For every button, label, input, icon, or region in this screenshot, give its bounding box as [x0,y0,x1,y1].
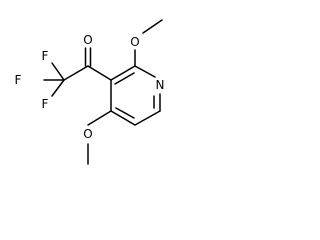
bonds [43,19,163,165]
atom-label-methoxy-oxygen-top: O [130,35,139,49]
bond-ring-c2-n [134,65,156,78]
bond-carbonyl-ring [87,65,112,81]
bond-ring-c2-c3-inner [114,72,135,85]
bond-ring-c6-c5 [134,110,161,126]
structure-diagram: O O N O F F F [15,19,165,165]
atom-label-ring-nitrogen: N [156,78,165,92]
atom-label-fluorine-top: F [42,49,49,63]
bond-ring-c5-c4-inner [115,107,135,119]
atom-label-methoxy-oxygen-bottom: O [83,127,92,141]
atom-label-carbonyl-oxygen: O [83,33,92,47]
atom-label-fluorine-left: F [15,73,22,87]
bond-ring-c3-c2 [110,65,136,81]
bond-c-f-top [51,62,65,81]
bond-c-f-bottom [51,79,65,97]
atom-labels: O O N O F F F [15,33,165,141]
bond-o-methyl-top [142,19,163,34]
bond-ring-c5-c4 [110,110,136,126]
atom-label-fluorine-bottom: F [42,97,49,111]
bond-c4-o-methoxy [87,110,112,126]
bond-carbonyl-cf3 [63,65,89,81]
